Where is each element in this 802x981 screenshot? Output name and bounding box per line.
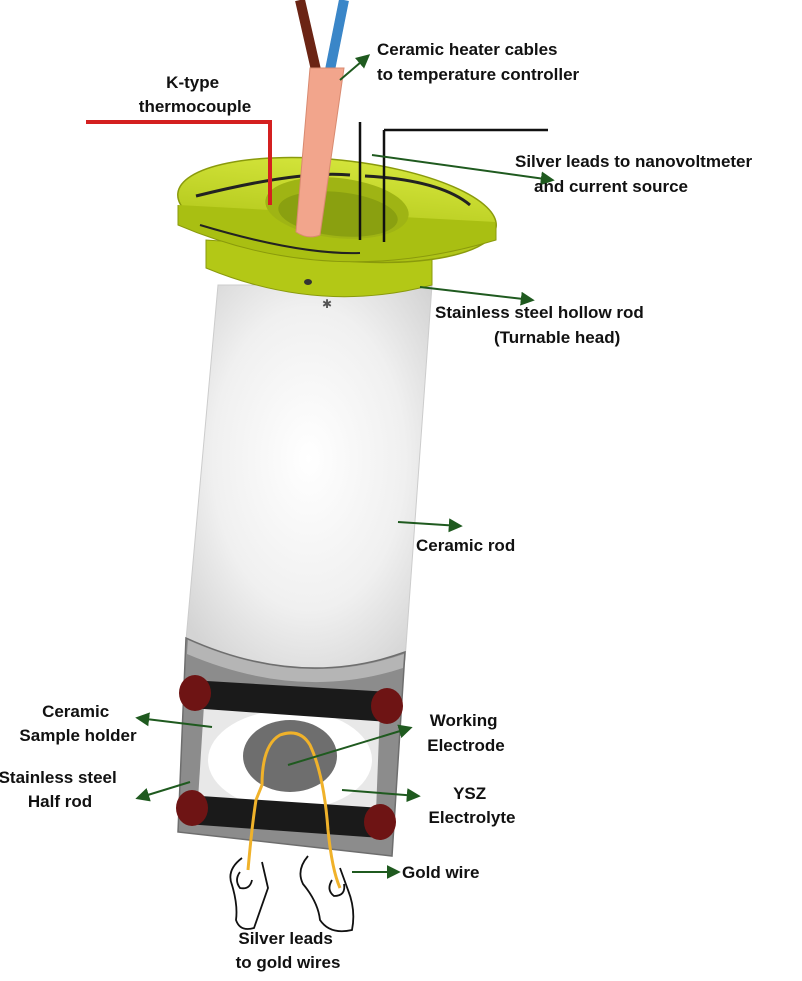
working-electrode (243, 720, 337, 792)
arrow-ceramic-rod (397, 518, 463, 533)
clamp-bar-bottom (186, 795, 382, 838)
label-ceramic-sample-holder: Ceramic Sample holder (19, 702, 137, 745)
arrow-ysz-electrolyte (341, 788, 421, 803)
svg-text:✱: ✱ (322, 297, 332, 311)
screw-bottom-left (176, 790, 208, 826)
heater-wire-brown (295, 0, 321, 72)
silver-leads-to-gold-wires (229, 855, 355, 933)
label-silver-leads-gold: Silver leads to gold wires (236, 929, 341, 972)
k-type-thermocouple-wire (86, 120, 272, 205)
label-ss-half-rod: Stainless steel Half rod (0, 768, 121, 811)
label-ceramic-rod: Ceramic rod (416, 536, 515, 555)
arrow-working-electrode (287, 724, 413, 766)
label-silver-leads-nanovoltmeter: Silver leads to nanovoltmeter and curren… (515, 152, 757, 196)
gold-wire (246, 731, 342, 889)
arrow-heater-cables (339, 54, 371, 81)
label-working-electrode: Working Electrode (427, 711, 504, 755)
ceramic-heater-cable (295, 67, 345, 238)
screw-bottom-right (364, 804, 396, 840)
label-thermocouple: K-type thermocouple (139, 73, 251, 116)
heater-wire-blue (325, 0, 349, 71)
arrow-ceramic-sample-holder (135, 712, 213, 728)
screw-top-left (179, 675, 211, 711)
label-gold-wire: Gold wire (402, 863, 479, 882)
arrow-silver-leads-nv (371, 154, 555, 186)
arrow-ss-hollow-rod (419, 286, 535, 306)
silver-leads-wires (358, 122, 548, 242)
arrow-ss-half-rod (135, 781, 191, 802)
clamp-bar-top (190, 680, 390, 722)
ceramic-rod (185, 284, 433, 672)
label-heater-cables: Ceramic heater cables to temperature con… (377, 40, 580, 84)
label-ss-hollow-rod: Stainless steel hollow rod (Turnable hea… (435, 303, 649, 347)
annotation-arrows (135, 54, 555, 879)
label-ysz-electrolyte: YSZ Electrolyte (429, 784, 516, 827)
screw-top-right (371, 688, 403, 724)
